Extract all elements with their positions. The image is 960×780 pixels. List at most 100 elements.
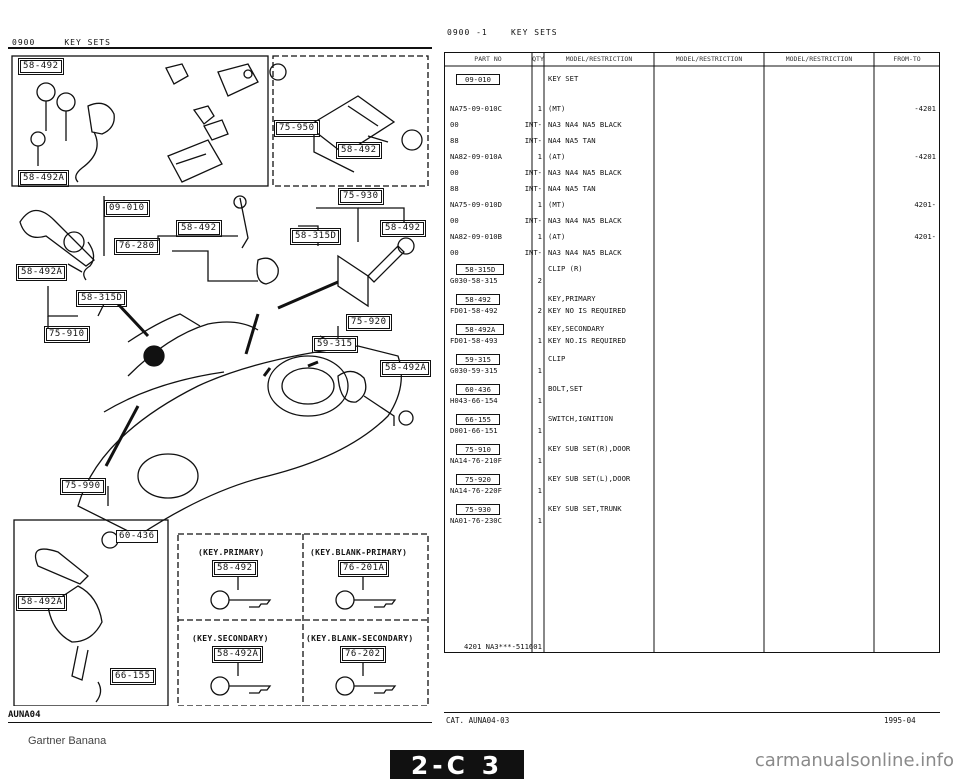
- part-number: NA75-09-010C: [450, 104, 502, 113]
- quantity: 1: [537, 152, 542, 161]
- quantity: 2: [537, 306, 542, 315]
- quantity: 1: [537, 200, 542, 209]
- table-grid: [444, 52, 940, 653]
- catalog-number: CAT. AUNA04-03: [446, 716, 510, 725]
- serial-range: -4201: [914, 152, 936, 161]
- ref-number-box: 58-492: [456, 294, 500, 305]
- legend-code-blank-primary: 76-201A: [337, 560, 390, 577]
- bottom-left-label: Gartner Banana: [28, 735, 107, 747]
- part-description: (MT): [548, 200, 566, 209]
- callout-58-492: 58-492: [380, 220, 426, 237]
- left-header-rule: [8, 47, 432, 49]
- ref-number-box: 09-010: [456, 74, 500, 85]
- quantity: INT-: [524, 168, 542, 177]
- part-description: BOLT,SET: [548, 384, 583, 393]
- callout-58-315D: 58-315D: [75, 290, 128, 307]
- callout-09-010: 09-010: [104, 200, 150, 217]
- part-number: G030-58-315: [450, 276, 498, 285]
- part-description: NA4 NA5 TAN: [548, 136, 596, 145]
- part-description: KEY SUB SET(L),DOOR: [548, 474, 631, 483]
- callout-58-315D: 58-315D: [289, 228, 342, 245]
- callout-58-492A: 58-492A: [17, 170, 70, 187]
- part-number: FD01-58-493: [450, 336, 498, 345]
- part-number: NA82-09-010A: [450, 152, 502, 161]
- quantity: 1: [537, 104, 542, 113]
- callout-66-155: 66-155: [110, 668, 156, 685]
- quantity: 1: [537, 516, 542, 525]
- legend-title-blank-primary: (KEY.BLANK-PRIMARY): [310, 548, 408, 557]
- callout-75-930: 75-930: [338, 188, 384, 205]
- callout-60-436: 60-436: [116, 530, 158, 543]
- part-description: KEY SUB SET(R),DOOR: [548, 444, 631, 453]
- quantity: INT-: [524, 184, 542, 193]
- part-number: 00: [450, 248, 459, 257]
- col-model-1: MODEL/RESTRICTION: [565, 55, 633, 63]
- part-description: (AT): [548, 232, 566, 241]
- part-description: NA3 NA4 NA5 BLACK: [548, 168, 622, 177]
- part-number: FD01-58-492: [450, 306, 498, 315]
- quantity: INT-: [524, 120, 542, 129]
- col-part-no: PART NO: [474, 55, 502, 63]
- part-description: KEY SET: [548, 74, 579, 83]
- callout-75-920: 75-920: [346, 314, 392, 331]
- part-description: NA3 NA4 NA5 BLACK: [548, 248, 622, 257]
- right-footer-rule: [444, 712, 940, 713]
- quantity: INT-: [524, 216, 542, 225]
- quantity: 1: [537, 336, 542, 345]
- ref-number-box: 60-436: [456, 384, 500, 395]
- legend-code-blank-secondary: 76-202: [340, 646, 386, 663]
- part-description-note: KEY NO IS REQUIRED: [548, 306, 626, 315]
- catalog-date: 1995-04: [884, 716, 916, 725]
- col-model-3: MODEL/RESTRICTION: [785, 55, 853, 63]
- callout-58-492: 58-492: [176, 220, 222, 237]
- part-description: KEY,PRIMARY: [548, 294, 596, 303]
- part-description-note: KEY NO.IS REQUIRED: [548, 336, 626, 345]
- quantity: 1: [537, 366, 542, 375]
- quantity: INT-: [524, 248, 542, 257]
- part-description: CLIP (R): [548, 264, 583, 273]
- part-number: 88: [450, 184, 459, 193]
- callout-59-315: 59-315: [312, 336, 358, 353]
- left-footer-rule: [8, 722, 432, 723]
- ref-number-box: 58-315D: [456, 264, 505, 275]
- ref-number-box: 59-315: [456, 354, 500, 365]
- callout-75-990: 75-990: [60, 478, 106, 495]
- part-description: KEY,SECONDARY: [548, 324, 605, 333]
- callout-75-910: 75-910: [44, 326, 90, 343]
- col-from-to: FROM-TO: [893, 55, 921, 63]
- part-description: (MT): [548, 104, 566, 113]
- col-qty: QTY: [532, 55, 544, 63]
- part-number: NA14-76-220F: [450, 486, 502, 495]
- part-number: NA14-76-210F: [450, 456, 502, 465]
- quantity: INT-: [524, 136, 542, 145]
- part-description: SWITCH,IGNITION: [548, 414, 613, 423]
- part-description: NA3 NA4 NA5 BLACK: [548, 120, 622, 129]
- part-description: CLIP: [548, 354, 566, 363]
- callout-76-280: 76-280: [114, 238, 160, 255]
- part-description: NA4 NA5 TAN: [548, 184, 596, 193]
- part-number: 00: [450, 120, 459, 129]
- part-description: KEY SUB SET,TRUNK: [548, 504, 622, 513]
- exploded-diagram: 58-492 58-492A 75-950 58-492 09-010 58-4…: [8, 46, 432, 706]
- ref-number-box: 75-910: [456, 444, 500, 455]
- quantity: 2: [537, 276, 542, 285]
- callout-75-950: 75-950: [274, 120, 320, 137]
- ref-number-box: 75-930: [456, 504, 500, 515]
- legend-title-secondary: (KEY.SECONDARY): [192, 634, 269, 643]
- left-header: 0900 KEY SETS: [12, 38, 111, 47]
- quantity: 1: [537, 232, 542, 241]
- ref-number-box: 66-155: [456, 414, 500, 425]
- legend-title-primary: (KEY.PRIMARY): [198, 548, 265, 557]
- page-badge-text: 2-C 3: [410, 751, 504, 780]
- col-model-2: MODEL/RESTRICTION: [675, 55, 743, 63]
- legend-code-secondary: 58-492A: [211, 646, 264, 663]
- legend-title-blank-secondary: (KEY.BLANK-SECONDARY): [306, 634, 414, 643]
- part-description: NA3 NA4 NA5 BLACK: [548, 216, 622, 225]
- ref-number-box: 58-492A: [456, 324, 505, 335]
- site-watermark: carmanualsonline.info: [754, 750, 954, 771]
- parts-table: PART NO QTY MODEL/RESTRICTION MODEL/REST…: [444, 52, 940, 712]
- table-footnote: 4201 NA3***-511601: [464, 642, 542, 651]
- serial-range: 4201-: [914, 232, 936, 241]
- quantity: 1: [537, 396, 542, 405]
- callout-58-492: 58-492: [18, 58, 64, 75]
